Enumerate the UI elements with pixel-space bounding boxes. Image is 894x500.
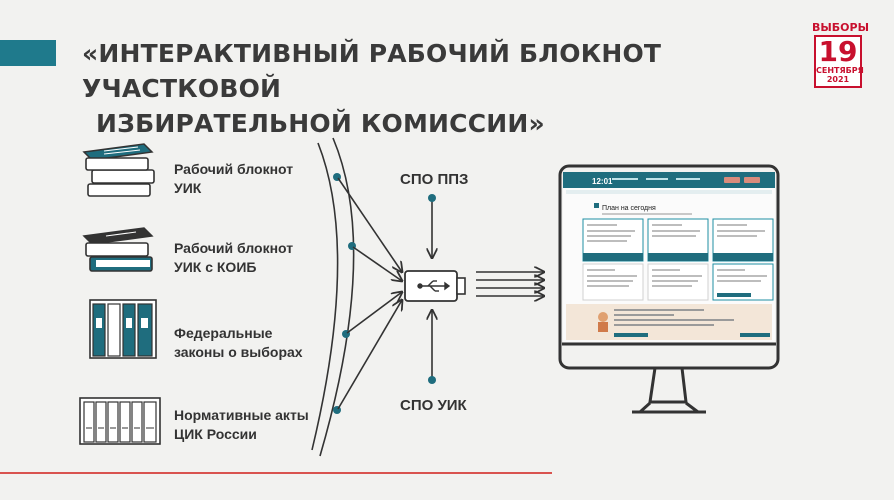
- book-stack-koib-icon: [82, 227, 154, 272]
- assistant-avatar: [598, 312, 608, 322]
- usb-drive-icon: [404, 270, 466, 302]
- logo-year: 2021: [826, 75, 850, 84]
- page-title: «ИНТЕРАКТИВНЫЙ РАБОЧИЙ БЛОКНОТ УЧАСТКОВО…: [82, 36, 742, 141]
- title-line-2: ИЗБИРАТЕЛЬНОЙ КОМИССИИ»: [96, 109, 545, 138]
- normative-acts-books-icon: [79, 397, 161, 445]
- app-time: 12:01: [592, 177, 613, 186]
- spo-uik-label: СПО УИК: [400, 397, 467, 414]
- spo-uik-dot: [428, 376, 436, 384]
- book-stack-icon: [82, 143, 155, 197]
- app-screen: 12:01 План на сегодня: [563, 172, 775, 340]
- title-accent-bar: [0, 40, 56, 66]
- logo-word: ВЫБОРЫ: [812, 21, 869, 34]
- source-arrows: [337, 177, 402, 410]
- converging-curves: [311, 137, 355, 457]
- spo-ppz-label: СПО ППЗ: [400, 171, 469, 188]
- logo-day: 19: [818, 35, 858, 68]
- logo-month: СЕНТЯБРЯ: [816, 66, 864, 75]
- elections-logo: ВЫБОРЫ 19 СЕНТЯБРЯ 2021: [812, 21, 869, 88]
- federal-laws-binders-icon: [89, 299, 157, 359]
- spo-ppz-dot: [428, 194, 436, 202]
- plan-heading: План на сегодня: [602, 205, 656, 212]
- output-arrows: [476, 272, 544, 296]
- logo-date-box: 19 СЕНТЯБРЯ 2021: [814, 35, 864, 88]
- footer-divider: [0, 472, 552, 474]
- title-line-1: «ИНТЕРАКТИВНЫЙ РАБОЧИЙ БЛОКНОТ УЧАСТКОВО…: [82, 39, 662, 103]
